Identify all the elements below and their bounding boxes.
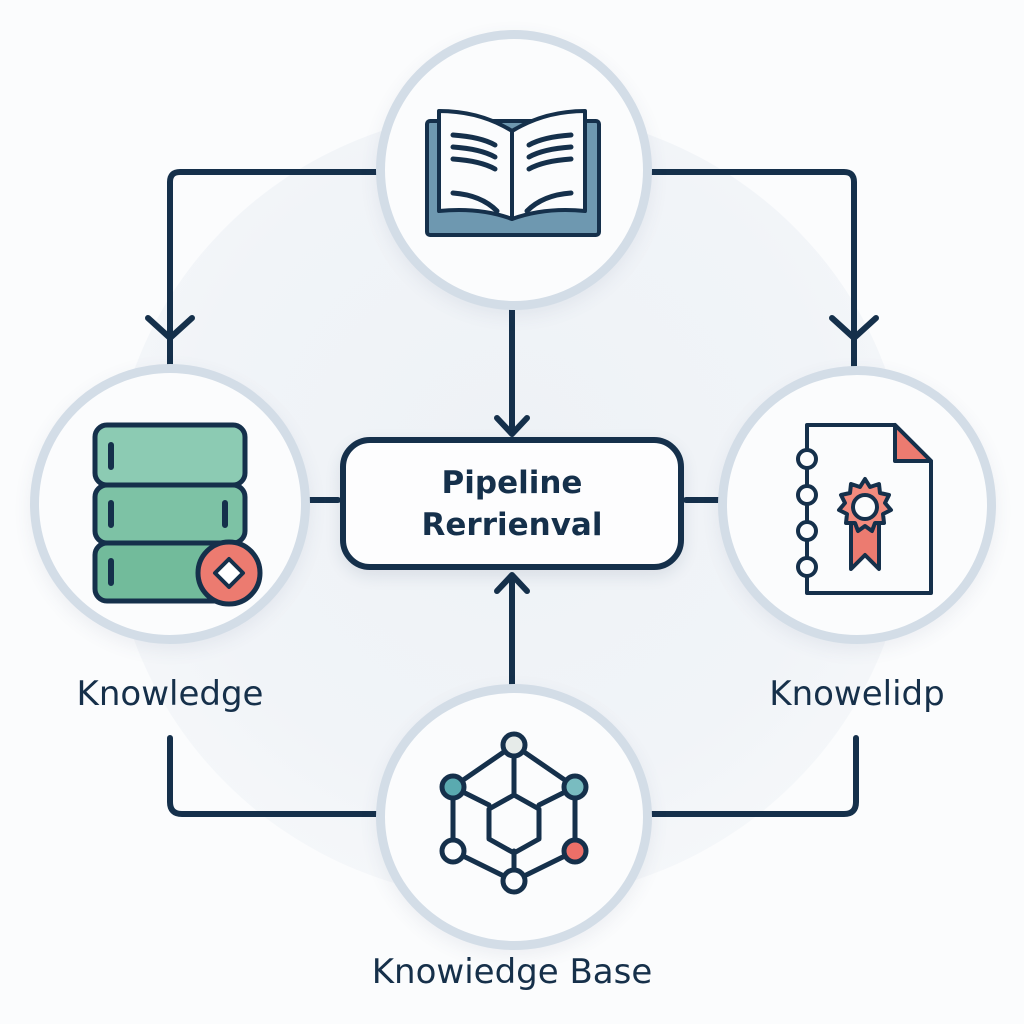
arrowhead-center-bottom xyxy=(494,572,530,594)
settings-badge-icon xyxy=(195,539,263,607)
connector-left-to-bottom xyxy=(167,735,381,817)
connector-top-to-right xyxy=(649,169,857,375)
arrowhead-left xyxy=(145,315,195,341)
document-certificate-icon xyxy=(796,423,933,595)
label-bottom: Knowiedge Base xyxy=(371,952,653,992)
arrowhead-center-top xyxy=(494,415,530,437)
pipeline-retrieval-box[interactable]: Pipeline Rerrienval xyxy=(340,437,684,570)
arrowhead-right xyxy=(829,315,879,341)
node-right[interactable] xyxy=(718,366,996,644)
connector-right-to-bottom xyxy=(649,735,859,817)
node-left[interactable] xyxy=(30,364,310,644)
label-right: Knowelidp xyxy=(769,674,945,714)
center-title-line1: Pipeline xyxy=(441,464,583,501)
network-graph-icon xyxy=(439,731,589,895)
label-left: Knowledge xyxy=(76,674,264,714)
node-bottom[interactable] xyxy=(376,684,652,950)
open-book-icon xyxy=(425,109,601,237)
database-stack-icon xyxy=(92,422,263,607)
node-top[interactable] xyxy=(376,30,652,310)
connector-top-to-left xyxy=(167,169,379,371)
center-title-line2: Rerrienval xyxy=(421,506,603,543)
